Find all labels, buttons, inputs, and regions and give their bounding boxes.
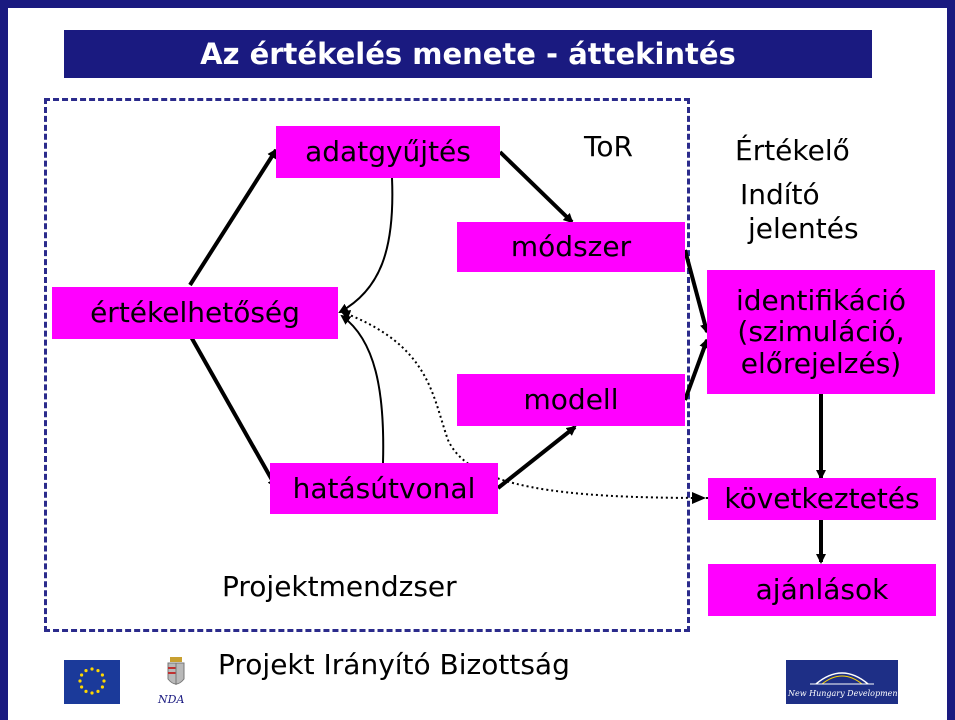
arrow-modszer-to-identifikacio [683,249,710,334]
arrow-adatgyujtes-to-modszer [498,150,574,224]
label-ertekelo: Értékelő [735,134,850,167]
label-indito-jelentes: Indító jelentés [740,178,859,245]
feedback-adatgyujtes-to-ertekelhetoseg [338,177,394,313]
eu-flag-logo [64,660,120,704]
nhdp-logo-text: New Hungary Development Plan [788,689,922,698]
arrow-ertekelhetoseg-to-adatgyujtes [188,148,278,287]
label-indito-line1: Indító [740,178,820,211]
frame-right [947,0,955,720]
node-modszer: módszer [457,222,685,272]
node-identifikacio-line2: (szimuláció, [737,315,905,349]
arrow-ertekelhetoseg-to-hatasutvonal [188,334,278,489]
frame-top [0,0,955,8]
project-management-boundary [44,98,690,632]
node-modell: modell [457,374,685,426]
node-ajanlasok: ajánlások [708,564,936,616]
arrow-modell-to-identifikacio [683,338,709,401]
hungarian-coat-of-arms-logo: NDA [158,655,194,711]
arrow-hatasutvonal-to-modell [496,425,577,490]
node-identifikacio-line3: előrejelzés) [740,346,902,380]
node-hatasutvonal: hatásútvonal [270,463,498,514]
label-indito-line2: jelentés [748,211,859,245]
footer-committee: Projekt Irányító Bizottság [218,648,570,681]
feedback-kovetkeztetes-arrowhead-right [692,492,706,504]
node-ertekelhetoseg: értékelhetőség [52,287,338,339]
feedback-hatasutvonal-to-ertekelhetoseg [340,314,385,464]
label-projektmendzser: Projektmendzser [222,570,457,603]
slide-title: Az értékelés menete - áttekintés [64,30,872,78]
node-identifikacio-line1: identifikáció [735,283,907,317]
frame-left [0,0,8,720]
node-adatgyujtes: adatgyűjtés [276,126,500,178]
label-tor: ToR [584,130,633,163]
node-identifikacio: identifikáció (szimuláció, előrejelzés) [707,270,935,394]
node-kovetkeztetes: következtetés [708,478,936,520]
nda-logo-text: NDA [158,693,185,706]
new-hungary-development-plan-logo: New Hungary Development Plan [786,660,922,704]
